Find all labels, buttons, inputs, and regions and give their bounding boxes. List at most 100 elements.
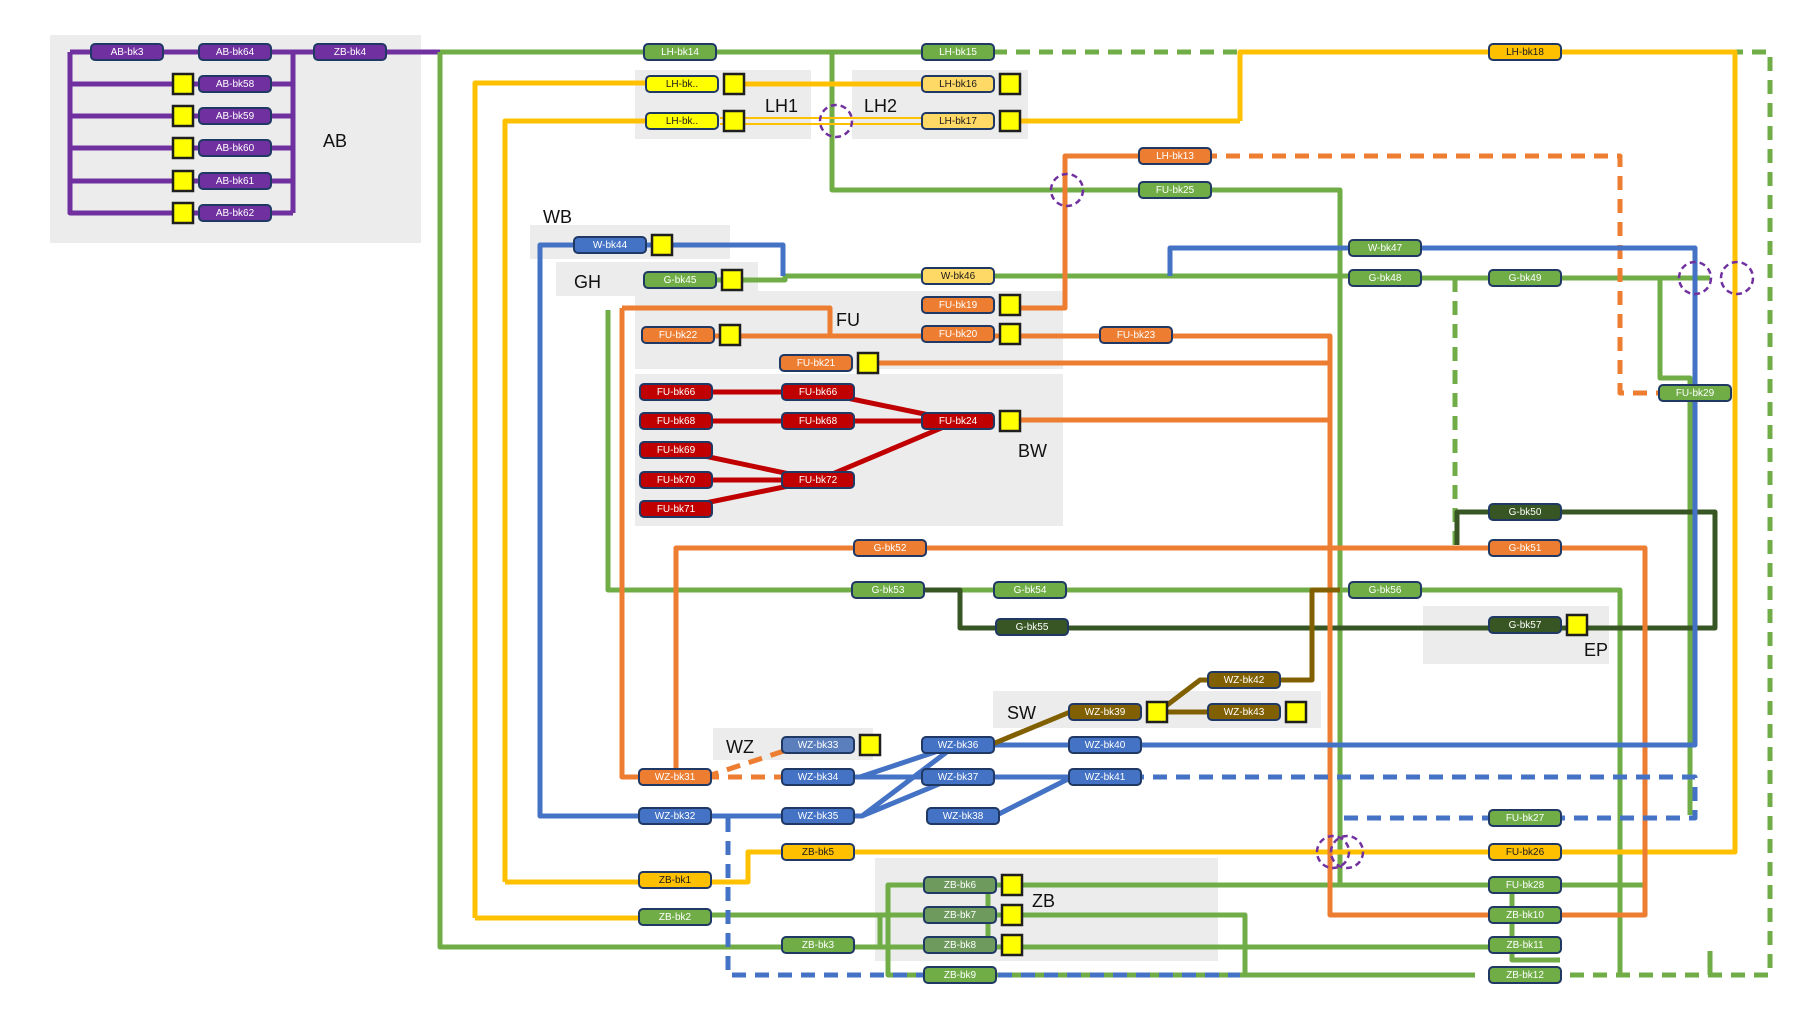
block-ab-bk64[interactable]: AB-bk64 [198,43,272,61]
block-label: WZ-bk34 [798,772,839,783]
block-zb-bk3[interactable]: ZB-bk3 [781,936,855,954]
block-lh-bk17[interactable]: LH-bk17 [921,112,995,130]
block-fu-bk71[interactable]: FU-bk71 [639,500,713,518]
block-zb-bk5[interactable]: ZB-bk5 [781,843,855,861]
block-box [1068,703,1142,721]
signal-icon[interactable] [856,351,880,375]
signal-icon[interactable] [171,72,195,96]
block-fu-bk19[interactable]: FU-bk19 [921,296,995,314]
block-ab-bk62[interactable]: AB-bk62 [198,204,272,222]
signal-icon[interactable] [1000,933,1024,957]
block-lh-bk15[interactable]: LH-bk15 [921,43,995,61]
block-zb-bk1[interactable]: ZB-bk1 [638,871,712,889]
signal-icon[interactable] [1000,873,1024,897]
block-wz-bk36[interactable]: WZ-bk36 [921,736,995,754]
signal-icon[interactable] [722,72,746,96]
block-fu-bk25[interactable]: FU-bk25 [1138,181,1212,199]
signal-icon[interactable] [1284,700,1308,724]
block-fu-bk26[interactable]: FU-bk26 [1488,843,1562,861]
signal-icon[interactable] [171,201,195,225]
block-zb-bk2[interactable]: ZB-bk2 [638,908,712,926]
block-zb-bk7[interactable]: ZB-bk7 [923,906,997,924]
block-fu-bk72[interactable]: FU-bk72 [781,471,855,489]
block-lh-bkb[interactable]: LH-bk.. [645,112,719,130]
block-wz-bk33[interactable]: WZ-bk33 [781,736,855,754]
block-wz-bk42[interactable]: WZ-bk42 [1207,671,1281,689]
signal-icon[interactable] [720,268,744,292]
block-zb-bk6[interactable]: ZB-bk6 [923,876,997,894]
block-g-bk57[interactable]: G-bk57 [1488,616,1562,634]
block-g-bk53[interactable]: G-bk53 [851,581,925,599]
block-zb-bk8[interactable]: ZB-bk8 [923,936,997,954]
signal-icon[interactable] [718,323,742,347]
signal-icon[interactable] [171,169,195,193]
block-fu-bk70[interactable]: FU-bk70 [639,471,713,489]
block-zb-bk12[interactable]: ZB-bk12 [1488,966,1562,984]
block-g-bk49[interactable]: G-bk49 [1488,269,1562,287]
block-fu-bk20[interactable]: FU-bk20 [921,325,995,343]
block-wz-bk43[interactable]: WZ-bk43 [1207,703,1281,721]
block-zb-bk11[interactable]: ZB-bk11 [1488,936,1562,954]
block-wz-bk41[interactable]: WZ-bk41 [1068,768,1142,786]
block-wz-bk31[interactable]: WZ-bk31 [638,768,712,786]
block-box [993,581,1067,599]
block-wz-bk34[interactable]: WZ-bk34 [781,768,855,786]
block-lh-bk18[interactable]: LH-bk18 [1488,43,1562,61]
block-ab-bk60[interactable]: AB-bk60 [198,139,272,157]
signal-icon[interactable] [1145,700,1169,724]
block-wz-bk38[interactable]: WZ-bk38 [926,807,1000,825]
signal-icon[interactable] [998,409,1022,433]
block-fu-bk28[interactable]: FU-bk28 [1488,876,1562,894]
block-wz-bk39[interactable]: WZ-bk39 [1068,703,1142,721]
block-zb-bk10[interactable]: ZB-bk10 [1488,906,1562,924]
block-lh-bk14[interactable]: LH-bk14 [643,43,717,61]
block-fu-bk29[interactable]: FU-bk29 [1658,384,1732,402]
signal-icon[interactable] [998,72,1022,96]
block-g-bk50[interactable]: G-bk50 [1488,503,1562,521]
signal-icon[interactable] [998,109,1022,133]
block-ab-bk61[interactable]: AB-bk61 [198,172,272,190]
block-w-bk46[interactable]: W-bk46 [921,267,995,285]
signal-icon[interactable] [1565,613,1589,637]
block-fu-bk21[interactable]: FU-bk21 [779,354,853,372]
block-lh-bka[interactable]: LH-bk.. [645,75,719,93]
block-wz-bk32[interactable]: WZ-bk32 [638,807,712,825]
block-ab-bk59[interactable]: AB-bk59 [198,107,272,125]
block-ab-bk3[interactable]: AB-bk3 [90,43,164,61]
block-zb-bk9[interactable]: ZB-bk9 [923,966,997,984]
block-fu-bk22[interactable]: FU-bk22 [641,326,715,344]
block-wz-bk40[interactable]: WZ-bk40 [1068,736,1142,754]
block-fu-bk68b[interactable]: FU-bk68 [781,412,855,430]
block-g-bk45[interactable]: G-bk45 [643,271,717,289]
block-ab-bk58[interactable]: AB-bk58 [198,75,272,93]
signal-icon[interactable] [858,733,882,757]
block-g-bk48[interactable]: G-bk48 [1348,269,1422,287]
block-w-bk44[interactable]: W-bk44 [573,236,647,254]
block-wz-bk35[interactable]: WZ-bk35 [781,807,855,825]
signal-icon[interactable] [722,109,746,133]
block-g-bk55[interactable]: G-bk55 [995,618,1069,636]
block-fu-bk66a[interactable]: FU-bk66 [639,383,713,401]
block-zb-bk4[interactable]: ZB-bk4 [313,43,387,61]
block-lh-bk13[interactable]: LH-bk13 [1138,147,1212,165]
block-w-bk47[interactable]: W-bk47 [1348,239,1422,257]
block-g-bk54[interactable]: G-bk54 [993,581,1067,599]
block-fu-bk69[interactable]: FU-bk69 [639,441,713,459]
block-fu-bk68a[interactable]: FU-bk68 [639,412,713,430]
signal-icon[interactable] [171,104,195,128]
signal-icon[interactable] [998,322,1022,346]
block-fu-bk23[interactable]: FU-bk23 [1099,326,1173,344]
block-fu-bk24[interactable]: FU-bk24 [921,412,995,430]
signal-icon[interactable] [1000,903,1024,927]
region-label-wb: WB [543,207,572,227]
block-fu-bk66b[interactable]: FU-bk66 [781,383,855,401]
block-g-bk56[interactable]: G-bk56 [1348,581,1422,599]
signal-icon[interactable] [998,293,1022,317]
block-fu-bk27[interactable]: FU-bk27 [1488,809,1562,827]
block-g-bk52[interactable]: G-bk52 [853,539,927,557]
signal-icon[interactable] [650,233,674,257]
block-lh-bk16[interactable]: LH-bk16 [921,75,995,93]
block-wz-bk37[interactable]: WZ-bk37 [921,768,995,786]
signal-icon[interactable] [171,136,195,160]
block-g-bk51[interactable]: G-bk51 [1488,539,1562,557]
